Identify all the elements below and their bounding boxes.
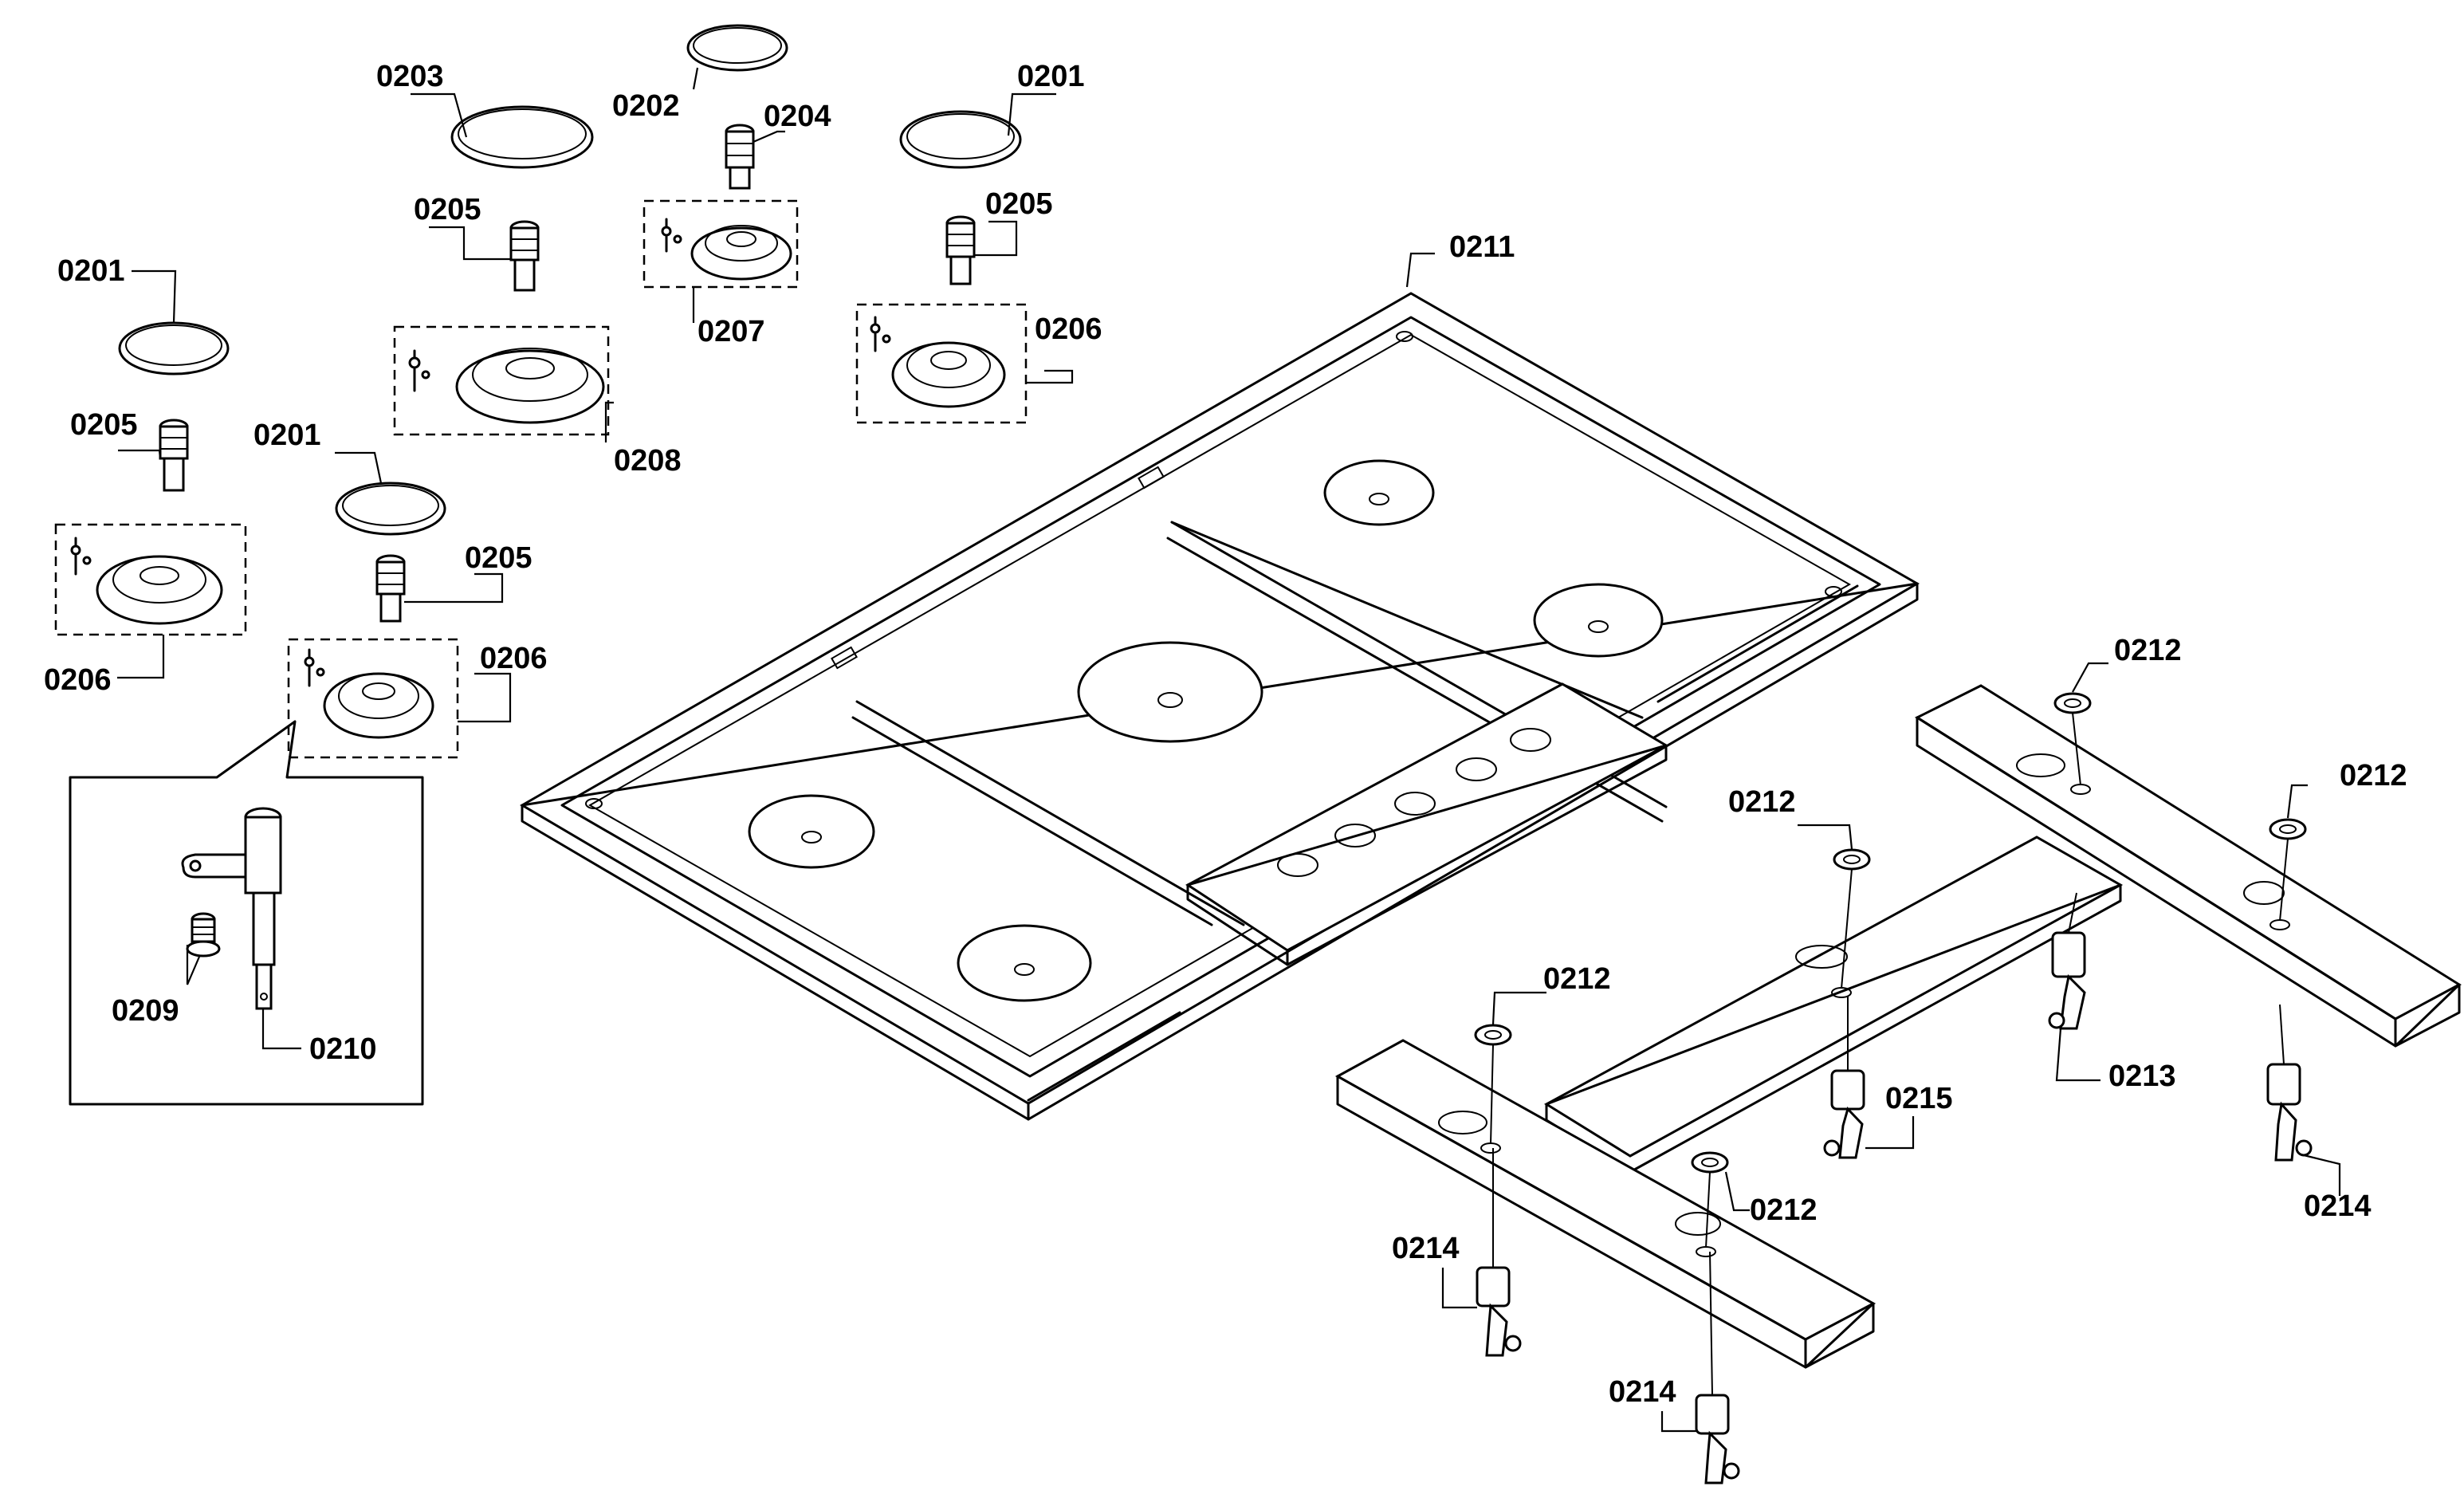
callout-0206-right: 0206 xyxy=(1035,313,1102,346)
valve-0214-right xyxy=(2266,1063,2313,1162)
callout-0203: 0203 xyxy=(376,60,444,93)
burner-cap-0203 xyxy=(450,105,594,169)
callout-0214-right: 0214 xyxy=(2304,1190,2372,1223)
callout-0205-d: 0205 xyxy=(465,541,532,575)
burner-assembly-0206-middle xyxy=(287,638,459,759)
callout-0212-d: 0212 xyxy=(1543,962,1611,996)
detail-callout-box xyxy=(69,720,424,1106)
callout-0210: 0210 xyxy=(309,1032,377,1066)
manifold-bracket-left xyxy=(1334,1039,1876,1369)
callout-0213: 0213 xyxy=(2108,1060,2176,1093)
callout-0204: 0204 xyxy=(764,100,831,133)
callout-0201-right: 0201 xyxy=(1017,60,1085,93)
callout-0212-b: 0212 xyxy=(1728,785,1796,819)
nut-0212-a xyxy=(2053,692,2092,714)
callout-0206-left: 0206 xyxy=(44,663,112,697)
nozzle-0205-b xyxy=(945,215,976,285)
valve-0214-bottom xyxy=(1695,1394,1740,1484)
callout-0211: 0211 xyxy=(1449,230,1515,264)
callout-0201-middle: 0201 xyxy=(253,419,321,452)
nut-0212-d xyxy=(1474,1024,1512,1046)
callout-0212-c: 0212 xyxy=(2340,759,2407,792)
callout-0212-a: 0212 xyxy=(2114,634,2182,667)
nozzle-0205-a xyxy=(509,220,540,292)
nut-0212-c xyxy=(2269,818,2307,840)
callout-0214-left: 0214 xyxy=(1392,1232,1460,1265)
callout-0201-left: 0201 xyxy=(57,254,125,288)
callout-0205-b: 0205 xyxy=(985,187,1053,221)
manifold-rail-center xyxy=(1544,836,2124,1174)
burner-assembly-0206-right xyxy=(855,303,1028,424)
valve-0215 xyxy=(1823,1069,1865,1159)
leader-lines xyxy=(117,67,2341,1433)
nozzle-0205-c xyxy=(159,419,189,492)
burner-cap-0201-middle xyxy=(335,482,446,536)
callout-0207: 0207 xyxy=(698,315,765,348)
callout-0212-e: 0212 xyxy=(1750,1193,1818,1227)
cooktop-tray-0211 xyxy=(520,292,1920,1121)
burner-assembly-0208 xyxy=(393,325,610,436)
valve-0214-left xyxy=(1476,1266,1522,1357)
callout-0202: 0202 xyxy=(612,89,680,123)
burner-assembly-0206-left xyxy=(54,523,247,636)
valve-0213 xyxy=(2048,931,2086,1030)
callout-0214-bottom: 0214 xyxy=(1609,1375,1676,1409)
callout-0205-c: 0205 xyxy=(70,408,138,442)
burner-assembly-0207 xyxy=(643,199,799,289)
nozzle-0205-d xyxy=(375,554,406,623)
callout-0208: 0208 xyxy=(614,444,682,478)
nut-0212-b xyxy=(1833,848,1871,871)
burner-cap-0201-left xyxy=(118,321,230,376)
burner-cap-0201-right xyxy=(899,110,1022,169)
nut-0212-e xyxy=(1691,1151,1729,1174)
callout-0209: 0209 xyxy=(112,994,179,1028)
nozzle-0204 xyxy=(725,124,755,190)
callout-0205-a: 0205 xyxy=(414,193,481,226)
callout-0206-middle: 0206 xyxy=(480,642,548,675)
burner-cap-0202 xyxy=(686,24,788,72)
callout-0215: 0215 xyxy=(1885,1082,1953,1115)
